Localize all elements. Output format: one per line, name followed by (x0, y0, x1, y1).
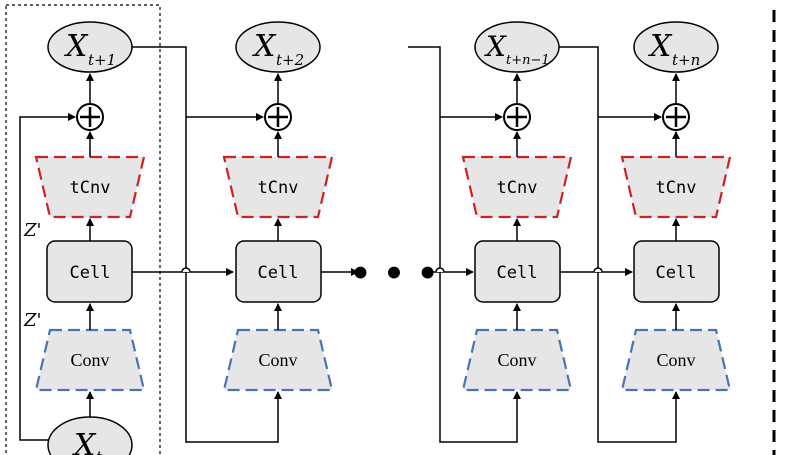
input-symbol: X (72, 428, 97, 455)
line-hop-1 (181, 267, 191, 273)
tcnv-block-1 (34, 155, 146, 219)
output-symbol-4: X (648, 29, 673, 64)
cell-label-3: Cell (497, 263, 538, 283)
conv-label-4: Conv (656, 350, 695, 370)
step-column-3: X t+n−1 tCnv Cell Conv (461, 21, 573, 392)
output-subscript-1: t+1 (88, 51, 116, 69)
line-hop-3 (593, 267, 603, 273)
first-step-frame (5, 4, 161, 455)
output-subscript-3: t+n−1 (506, 53, 550, 68)
adder-4 (662, 103, 690, 131)
step-column-2: X t+2 tCnv Cell Conv (222, 21, 334, 392)
conv-label-1: Conv (70, 350, 109, 370)
tcnv-label-1: tCnv (70, 178, 111, 198)
output-node-4 (633, 21, 719, 73)
cell-label-2: Cell (258, 263, 299, 283)
output-symbol-2: X (252, 29, 277, 64)
adder-3 (503, 103, 531, 131)
input-subscript: t (96, 448, 103, 455)
step-column-1: X t+1 tCnv Cell Conv X t Z' Z' (19, 21, 146, 455)
output-subscript-4: t+n (672, 51, 700, 69)
step-column-4: X t+n tCnv Cell Conv (620, 21, 732, 392)
output-node-2 (235, 21, 321, 73)
adder-2 (264, 103, 292, 131)
cell-label-4: Cell (656, 263, 697, 283)
z-prime-label-upper: Z' (23, 220, 41, 241)
output-symbol-3: X (484, 30, 507, 63)
z-prime-label-lower: Z' (23, 310, 41, 331)
ellipsis-dots: • • • (350, 254, 439, 294)
skip-connection-1 (19, 113, 76, 441)
conv-label-2: Conv (258, 350, 297, 370)
output-symbol-1: X (64, 29, 89, 64)
output-feed-1-to-2 (132, 46, 282, 443)
conv-block-3 (461, 328, 573, 392)
conv-block-4 (620, 328, 732, 392)
conv-block-2 (222, 328, 334, 392)
tcnv-label-4: tCnv (656, 178, 697, 198)
conv-block-1 (34, 328, 146, 392)
conv-label-3: Conv (497, 350, 536, 370)
tcnv-label-3: tCnv (497, 178, 538, 198)
output-subscript-2: t+2 (276, 51, 304, 69)
tcnv-block-3 (461, 155, 573, 219)
line-hop-2 (435, 267, 445, 273)
cell-label-1: Cell (70, 263, 111, 283)
output-feed-3-to-4 (559, 46, 680, 443)
tcnv-block-2 (222, 155, 334, 219)
tcnv-block-4 (620, 155, 732, 219)
output-feed-into-3 (408, 46, 521, 443)
tcnv-label-2: tCnv (258, 178, 299, 198)
adder-1 (76, 103, 104, 131)
